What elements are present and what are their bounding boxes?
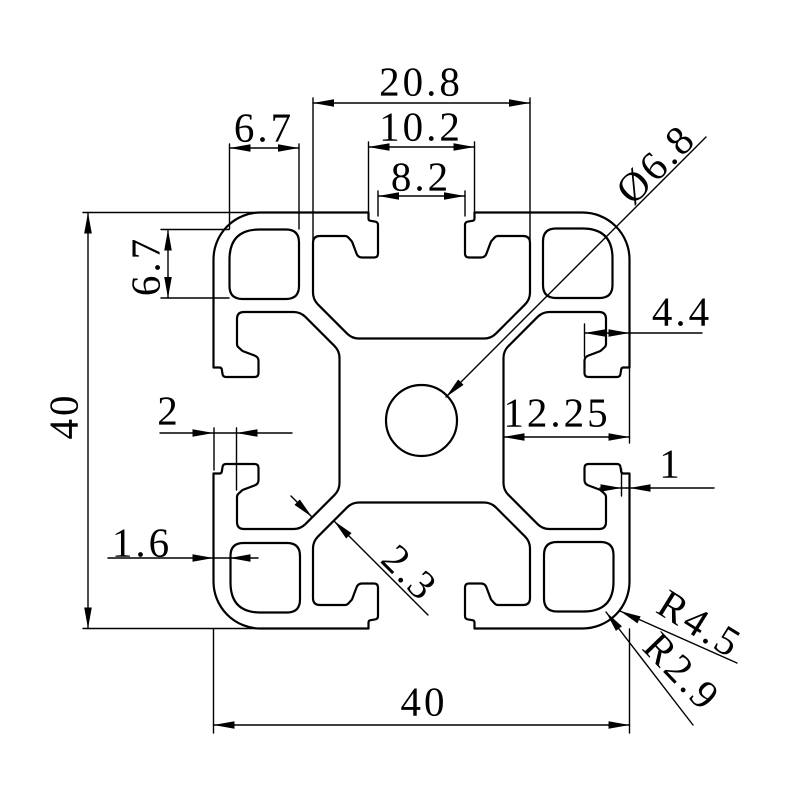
corner-bore-cavity <box>541 227 614 300</box>
center-hole <box>384 383 459 458</box>
arrowhead <box>584 329 606 337</box>
arrowhead <box>446 379 464 397</box>
arrowhead <box>509 99 530 107</box>
arrowhead <box>84 607 92 629</box>
arrowhead <box>368 143 390 151</box>
dim-label-overall-height: 40 <box>40 392 87 440</box>
arrowhead <box>444 192 465 200</box>
profile-outline <box>212 211 631 630</box>
arrowhead <box>606 612 622 631</box>
dim-label-corner-bore-width: 6.7 <box>233 104 295 151</box>
dim-label-outer-wall-thickness: 1.6 <box>111 519 173 566</box>
dim-label-counterbore-step: 1 <box>659 440 683 487</box>
arrowhead <box>608 433 630 441</box>
arrowhead <box>192 429 214 437</box>
arrowhead <box>164 277 172 298</box>
arrowhead <box>620 611 641 624</box>
arrowhead <box>213 721 235 729</box>
dim-label-slot-opening-width: 8.2 <box>390 153 452 200</box>
dim-line <box>619 610 738 664</box>
arrowhead <box>503 433 525 441</box>
arrowhead <box>294 499 312 517</box>
dimension-lines <box>82 97 738 734</box>
dim-line <box>333 520 429 616</box>
dim-line <box>605 611 694 726</box>
arrowhead <box>608 329 630 337</box>
arrowhead <box>164 229 172 251</box>
corner-bore-cavity <box>229 541 302 614</box>
dim-label-corner-bore-height: 6.7 <box>122 235 169 297</box>
arrowhead <box>229 554 251 562</box>
arrowhead <box>84 212 92 234</box>
dim-line <box>445 136 707 398</box>
arrowhead <box>229 144 251 152</box>
dim-label-overall-width: 40 <box>400 678 448 725</box>
arrowhead <box>378 192 399 200</box>
dim-label-slot-cavity-width: 20.8 <box>379 58 463 105</box>
corner-bore-cavity <box>228 228 301 301</box>
dim-label-slot-depth: 4.4 <box>651 288 713 335</box>
dim-label-slot-counterbore-width: 10.2 <box>379 103 463 150</box>
arrowhead <box>608 721 630 729</box>
arrowhead <box>334 521 352 539</box>
arrowhead <box>453 143 475 151</box>
arrowhead <box>629 484 651 492</box>
dim-label-lip-thickness: 2 <box>157 387 181 434</box>
arrowhead <box>278 144 299 152</box>
profile-outer-contour <box>212 211 631 630</box>
corner-bore-cavity <box>542 540 615 613</box>
arrowhead <box>600 484 622 492</box>
dim-label-face-to-core: 12.25 <box>503 389 611 436</box>
arrowhead <box>236 429 258 437</box>
arrowhead <box>313 99 334 107</box>
dimension-arrowheads <box>84 99 651 729</box>
arrowhead <box>192 554 214 562</box>
